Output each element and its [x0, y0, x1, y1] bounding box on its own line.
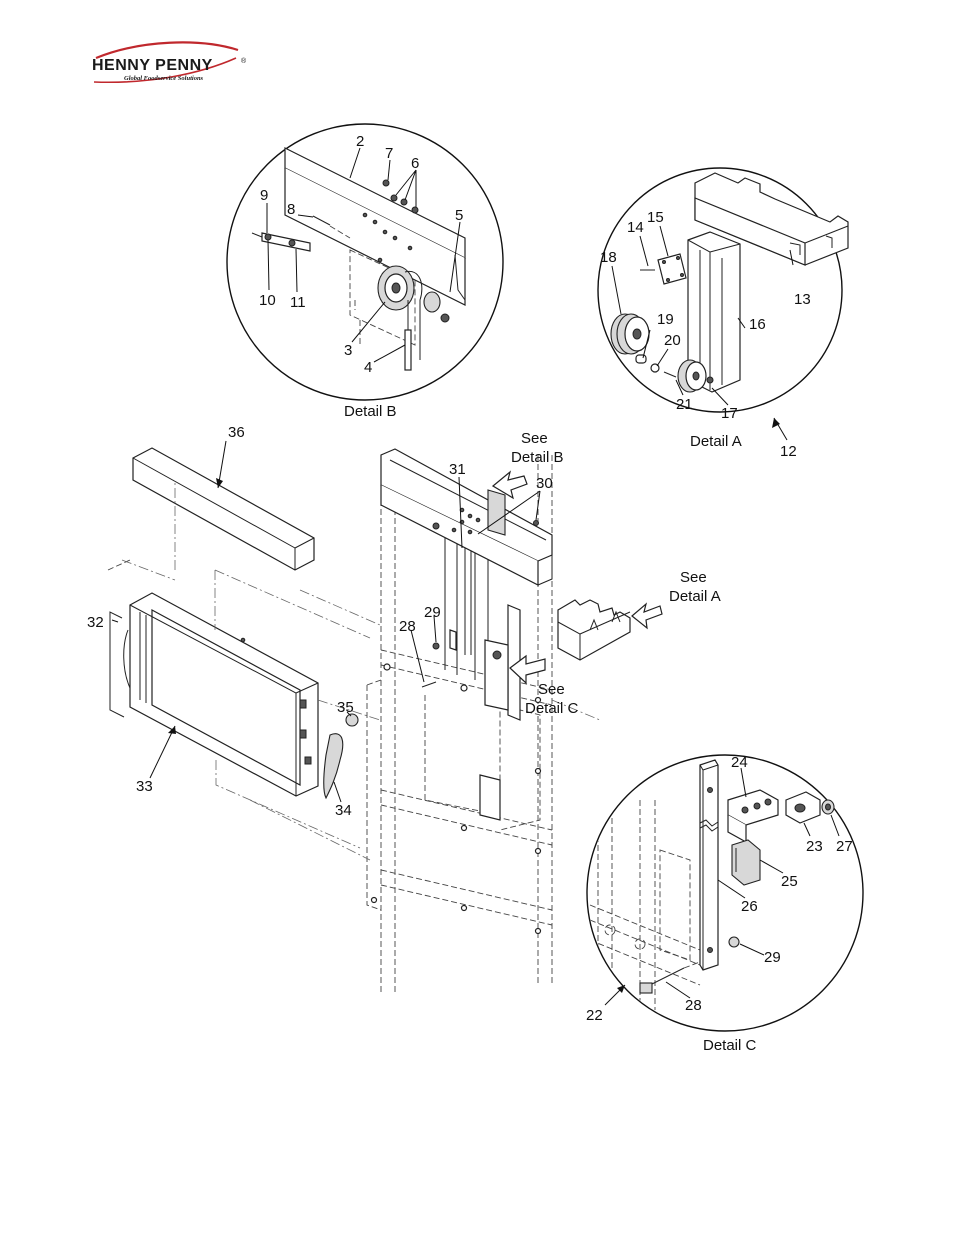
label-part-6: 6: [411, 155, 419, 172]
part-9-fastener: [265, 234, 271, 240]
label-part-23: 23: [806, 838, 823, 855]
label-part-28-detail: 28: [685, 997, 702, 1014]
label-part-13: 13: [794, 291, 811, 308]
label-part-18: 18: [600, 249, 617, 266]
detail-c-circle: [587, 755, 863, 1031]
part-4-cable-end: [405, 330, 411, 370]
label-part-21: 21: [676, 396, 693, 413]
see-detail-c-line1: See: [538, 681, 565, 698]
part-29-nut: [433, 643, 439, 649]
label-part-10: 10: [259, 292, 276, 309]
label-part-31: 31: [449, 461, 466, 478]
label-part-22: 22: [586, 1007, 603, 1024]
part-6-screw-b: [401, 199, 407, 205]
label-part-4: 4: [364, 359, 372, 376]
detail-c: 24 23 27 25 26 29 28 22 Detail C: [586, 754, 863, 1054]
part-36-cover: [133, 448, 314, 570]
part-6-screw-a: [391, 195, 397, 201]
part-19-spacer: [636, 355, 646, 363]
part-10-fastener: [289, 240, 295, 246]
part-5-bearing: [424, 292, 440, 312]
see-detail-b-line2: Detail B: [511, 449, 564, 466]
label-part-19: 19: [657, 311, 674, 328]
label-part-29-detail: 29: [764, 949, 781, 966]
label-part-8: 8: [287, 201, 295, 218]
label-part-20: 20: [664, 332, 681, 349]
label-part-27: 27: [836, 838, 853, 855]
detail-b-caption: Detail B: [344, 403, 397, 420]
label-part-24: 24: [731, 754, 748, 771]
label-part-17: 17: [721, 405, 738, 422]
part-7-screw: [383, 180, 389, 186]
label-part-16: 16: [749, 316, 766, 333]
part-34-handle: [324, 734, 343, 798]
label-part-14: 14: [627, 219, 644, 236]
label-part-34: 34: [335, 802, 352, 819]
label-part-11: 11: [290, 294, 306, 311]
henny-penny-logo: HENNY PENNY ® Global Foodservice Solutio…: [92, 42, 247, 82]
frame-crossbars: [381, 650, 552, 925]
label-part-32: 32: [87, 614, 104, 631]
label-part-25: 25: [781, 873, 798, 890]
label-part-5: 5: [455, 207, 463, 224]
label-part-35: 35: [337, 699, 354, 716]
part-28-bolt: [422, 682, 436, 687]
label-part-2: 2: [356, 133, 364, 150]
see-detail-b-line1: See: [521, 430, 548, 447]
side-bracket: [558, 600, 630, 660]
label-part-26: 26: [741, 898, 758, 915]
see-detail-a-line2: Detail A: [669, 588, 721, 605]
logo-tagline: Global Foodservice Solutions: [124, 75, 204, 82]
label-part-7: 7: [385, 145, 393, 162]
detail-a-caption: Detail A: [690, 433, 742, 450]
label-part-12: 12: [780, 443, 797, 460]
part-32-bracket: [110, 612, 124, 717]
label-part-33: 33: [136, 778, 153, 795]
label-part-15: 15: [647, 209, 664, 226]
label-part-9: 9: [260, 187, 268, 204]
detail-c-caption: Detail C: [703, 1037, 757, 1054]
logo-brand: HENNY PENNY: [92, 57, 213, 74]
label-part-30: 30: [536, 475, 553, 492]
label-part-29: 29: [424, 604, 441, 621]
label-part-28: 28: [399, 618, 416, 635]
detail-b: 2 7 6 8 9 10 11 5 3 4 Detail B: [227, 124, 503, 420]
logo-swoosh-top: [96, 42, 238, 58]
see-detail-a-line1: See: [680, 569, 707, 586]
part-6-screw-c: [412, 207, 418, 213]
part-29-nut-detail: [729, 937, 739, 947]
logo-registered: ®: [241, 57, 247, 65]
see-detail-c-line2: Detail C: [525, 700, 579, 717]
label-part-3: 3: [344, 342, 352, 359]
detail-a: 14 15 18 13 16 19 20 21 17 Detail A 12: [598, 168, 848, 460]
label-part-36: 36: [228, 424, 245, 441]
see-detail-a-arrow: [632, 604, 662, 628]
